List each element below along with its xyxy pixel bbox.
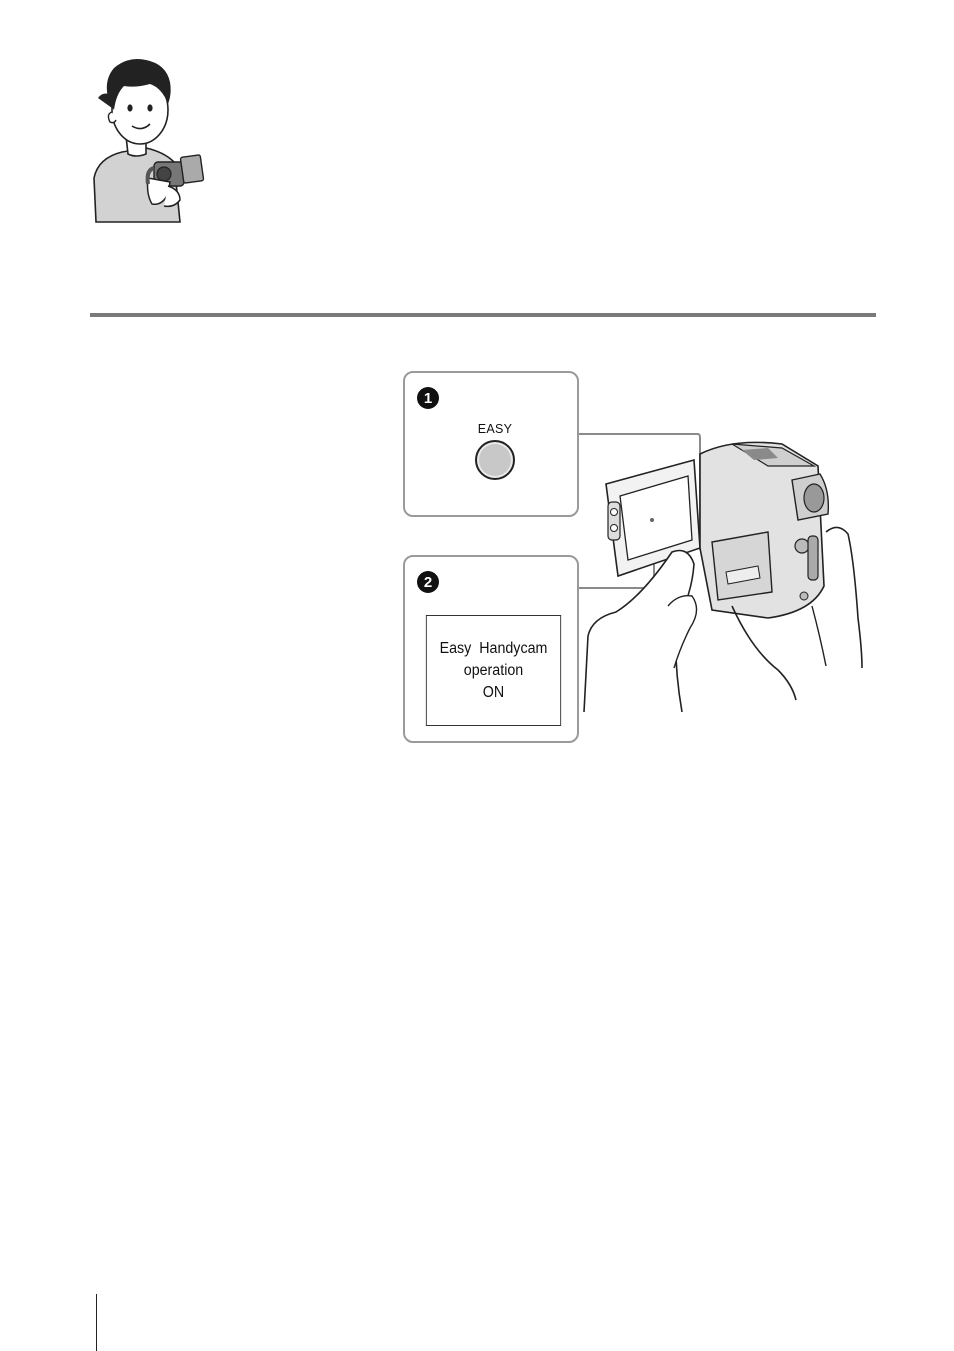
section-divider [90,313,876,317]
camcorder-hands-illustration [582,436,866,716]
step2-number-badge: 2 [417,571,439,593]
easy-button-label: EASY [465,422,525,436]
lcd-screen-message: Easy Handycam operation ON [426,615,561,726]
step2-callout: 2 Easy Handycam operation ON [403,555,579,743]
step1-number-badge: 1 [417,387,439,409]
message-line-1: Easy Handycam [440,638,548,660]
step1-callout: 1 EASY [403,371,579,517]
message-line-2: operation [464,660,523,682]
message-line-3: ON [483,682,504,704]
easy-button[interactable] [475,440,515,480]
person-with-camcorder-illustration [88,58,210,224]
page-margin-line [96,1294,97,1351]
